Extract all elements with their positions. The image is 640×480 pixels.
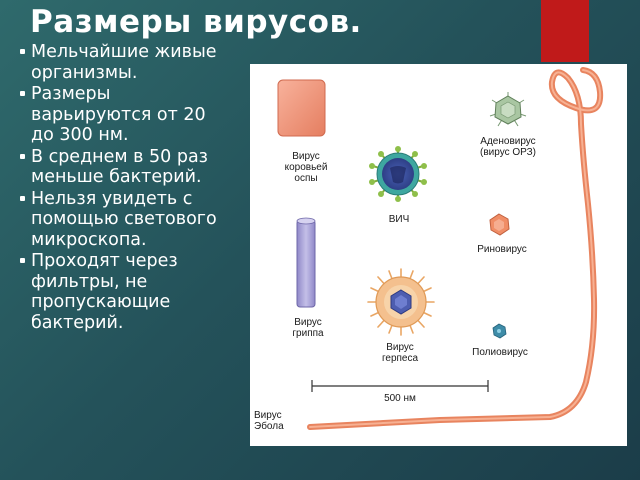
label-ebola: Вирус Эбола (254, 410, 284, 432)
label-herpes: Вирус герпеса (381, 342, 419, 364)
adenovirus-shape (489, 92, 527, 127)
label-smallpox: Вирус коровьей оспы (284, 151, 328, 184)
slide-title: Размеры вирусов. (30, 4, 362, 40)
bullet-item: В среднем в 50 раз меньше бактерий. (20, 147, 222, 188)
bullet-item: Проходят через фильтры, не пропускающие … (20, 251, 222, 333)
label-hiv: ВИЧ (388, 214, 410, 225)
herpes-virus-shape (367, 268, 435, 336)
ebola-virus-shape (307, 67, 604, 430)
rhinovirus-shape (489, 213, 510, 236)
label-influenza: Вирус гриппа (292, 317, 324, 339)
influenza-virus-shape (296, 217, 316, 308)
bullet-item: Размеры варьируются от 20 до 300 нм. (20, 84, 222, 146)
bullet-item: Мельчайшие живые организмы. (20, 42, 222, 83)
scale-bar (311, 380, 489, 392)
poliovirus-shape (492, 323, 507, 339)
label-scale: 500 нм (384, 393, 416, 404)
virus-size-figure: Вирус коровьей оспы ВИЧ Аденовирус (виру… (250, 64, 627, 446)
virus-illustration (277, 67, 604, 430)
accent-bar (541, 0, 589, 62)
label-adenovirus: Аденовирус (вирус ОРЗ) (480, 136, 536, 158)
label-rhinovirus: Риновирус (477, 244, 527, 255)
hiv-virus-shape (369, 146, 427, 202)
bullet-list: Мельчайшие живые организмы. Размеры варь… (20, 42, 222, 334)
smallpox-virus-shape (277, 79, 326, 137)
bullet-item: Нельзя увидеть с помощью светового микро… (20, 189, 222, 251)
label-poliovirus: Полиовирус (472, 347, 528, 358)
